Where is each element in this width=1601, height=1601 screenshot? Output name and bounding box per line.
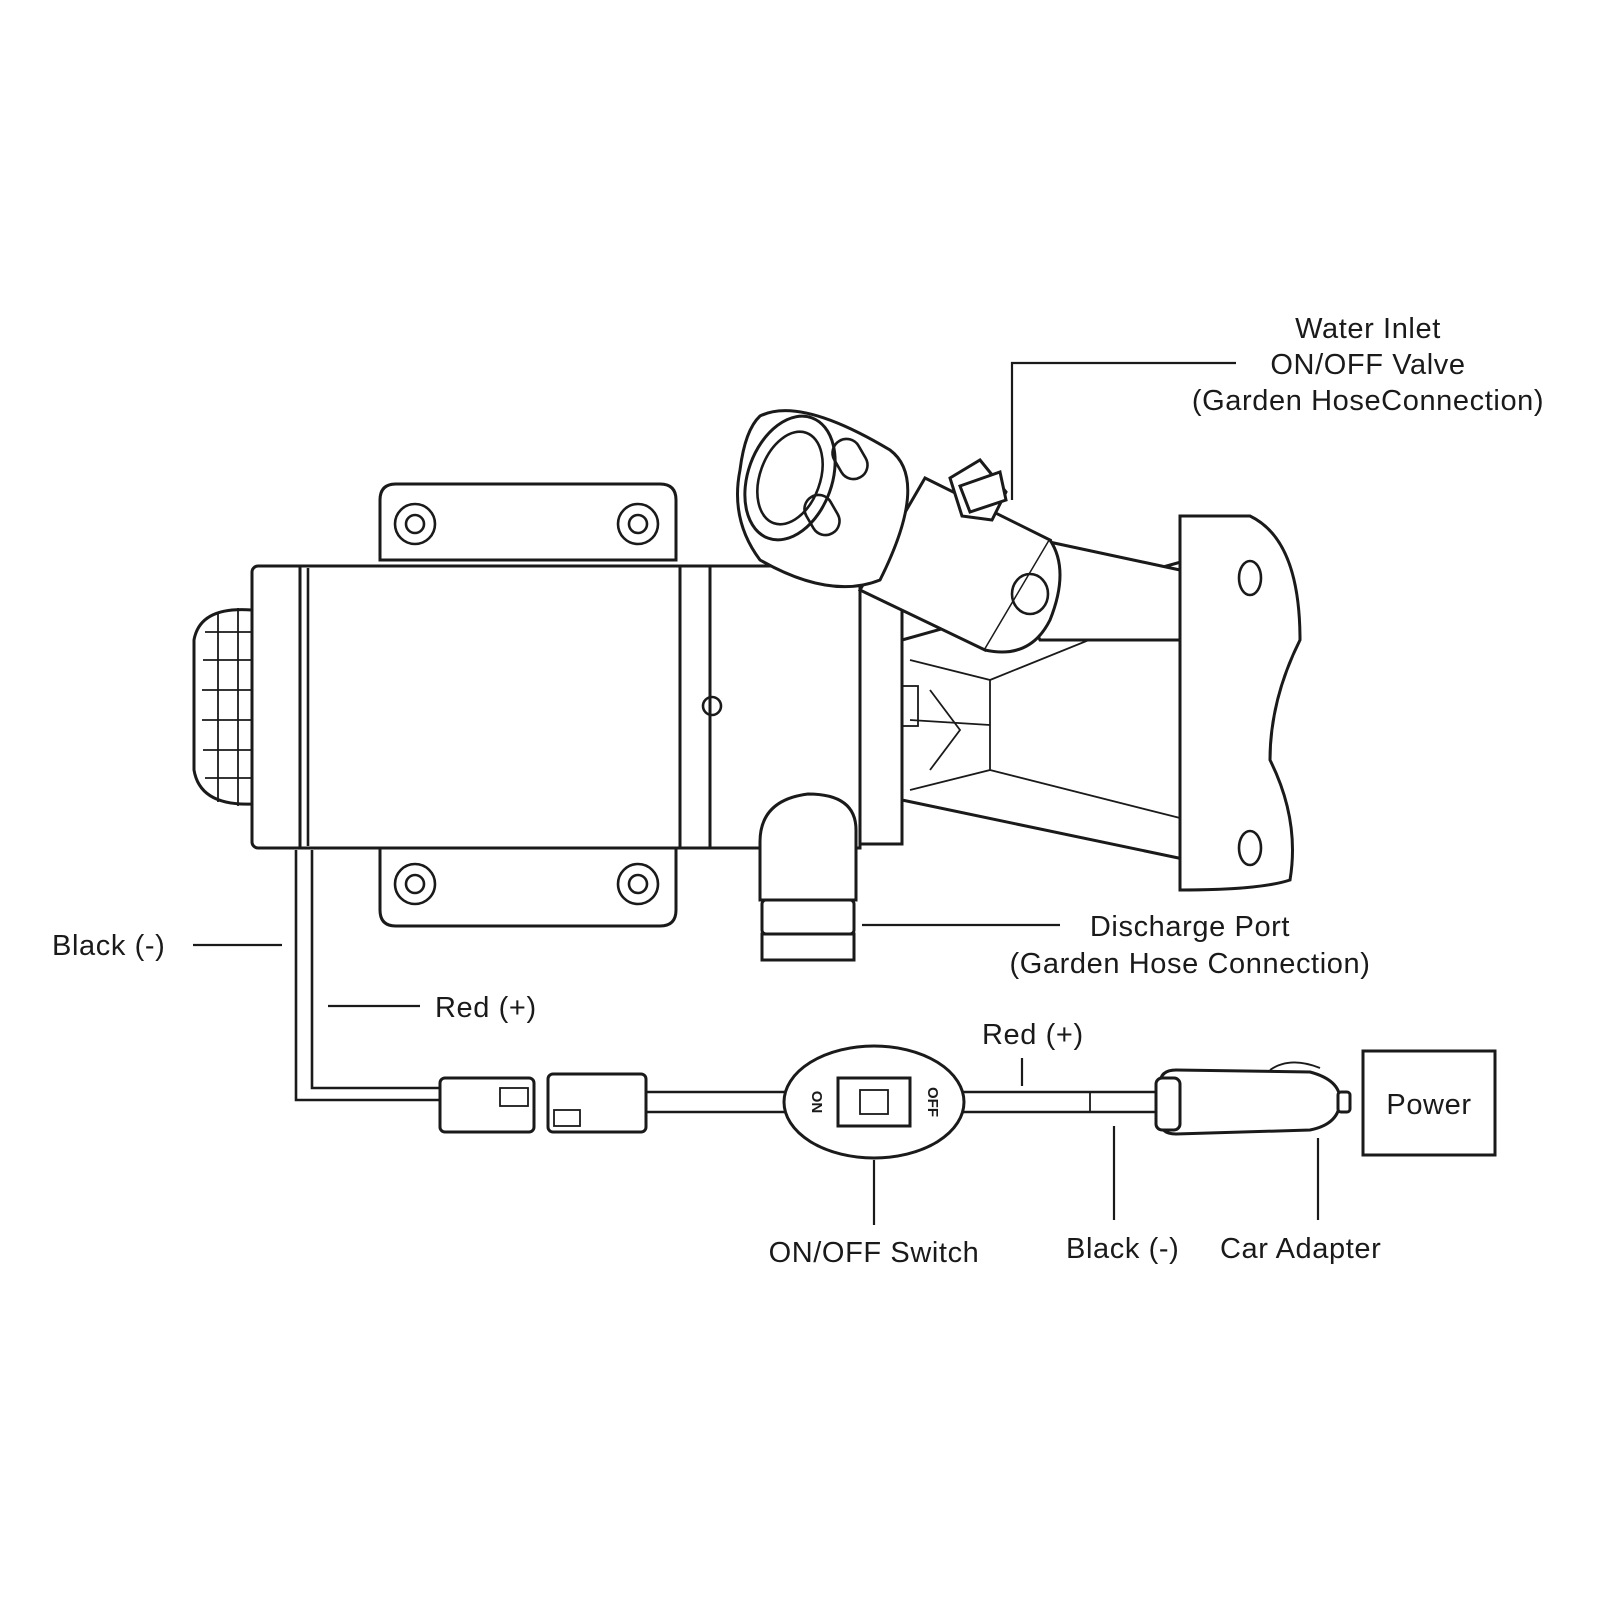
inlet-valve <box>736 409 1182 654</box>
power-source-box <box>1361 1049 1497 1157</box>
top-mount-bracket <box>378 482 678 562</box>
label-water-inlet-line1: Water Inlet <box>1295 313 1441 345</box>
pump-assembly <box>192 409 1302 962</box>
label-red-positive-right: Red (+) <box>982 1019 1084 1051</box>
label-power: Power <box>1386 1089 1471 1121</box>
wiring-harness: ON OFF <box>294 850 1497 1160</box>
sae-connector <box>438 1072 648 1134</box>
label-black-negative-right: Black (-) <box>1066 1233 1179 1265</box>
label-discharge-port-line2: (Garden Hose Connection) <box>1010 948 1371 980</box>
leader-lines <box>193 361 1320 1225</box>
switch-off-mark: OFF <box>924 1087 941 1117</box>
discharge-port <box>758 792 858 962</box>
bottom-mount-bracket <box>378 846 678 928</box>
switch-on-mark: ON <box>808 1091 825 1114</box>
label-onoff-switch: ON/OFF Switch <box>769 1237 980 1269</box>
motor-collar <box>678 564 712 850</box>
label-discharge-port-line1: Discharge Port <box>1090 911 1290 943</box>
inline-switch: ON OFF <box>782 1044 966 1160</box>
motor-housing <box>298 564 692 850</box>
label-water-inlet-line2: ON/OFF Valve <box>1270 349 1465 381</box>
label-red-positive-left: Red (+) <box>435 992 537 1024</box>
label-water-inlet-line3: (Garden HoseConnection) <box>1192 385 1544 417</box>
pressure-knob <box>192 608 254 806</box>
car-adapter-plug <box>1154 1061 1352 1136</box>
label-car-adapter: Car Adapter <box>1220 1233 1381 1265</box>
callout-labels: Water Inlet ON/OFF Valve (Garden HoseCon… <box>52 313 1544 1269</box>
label-black-negative-left: Black (-) <box>52 930 165 962</box>
